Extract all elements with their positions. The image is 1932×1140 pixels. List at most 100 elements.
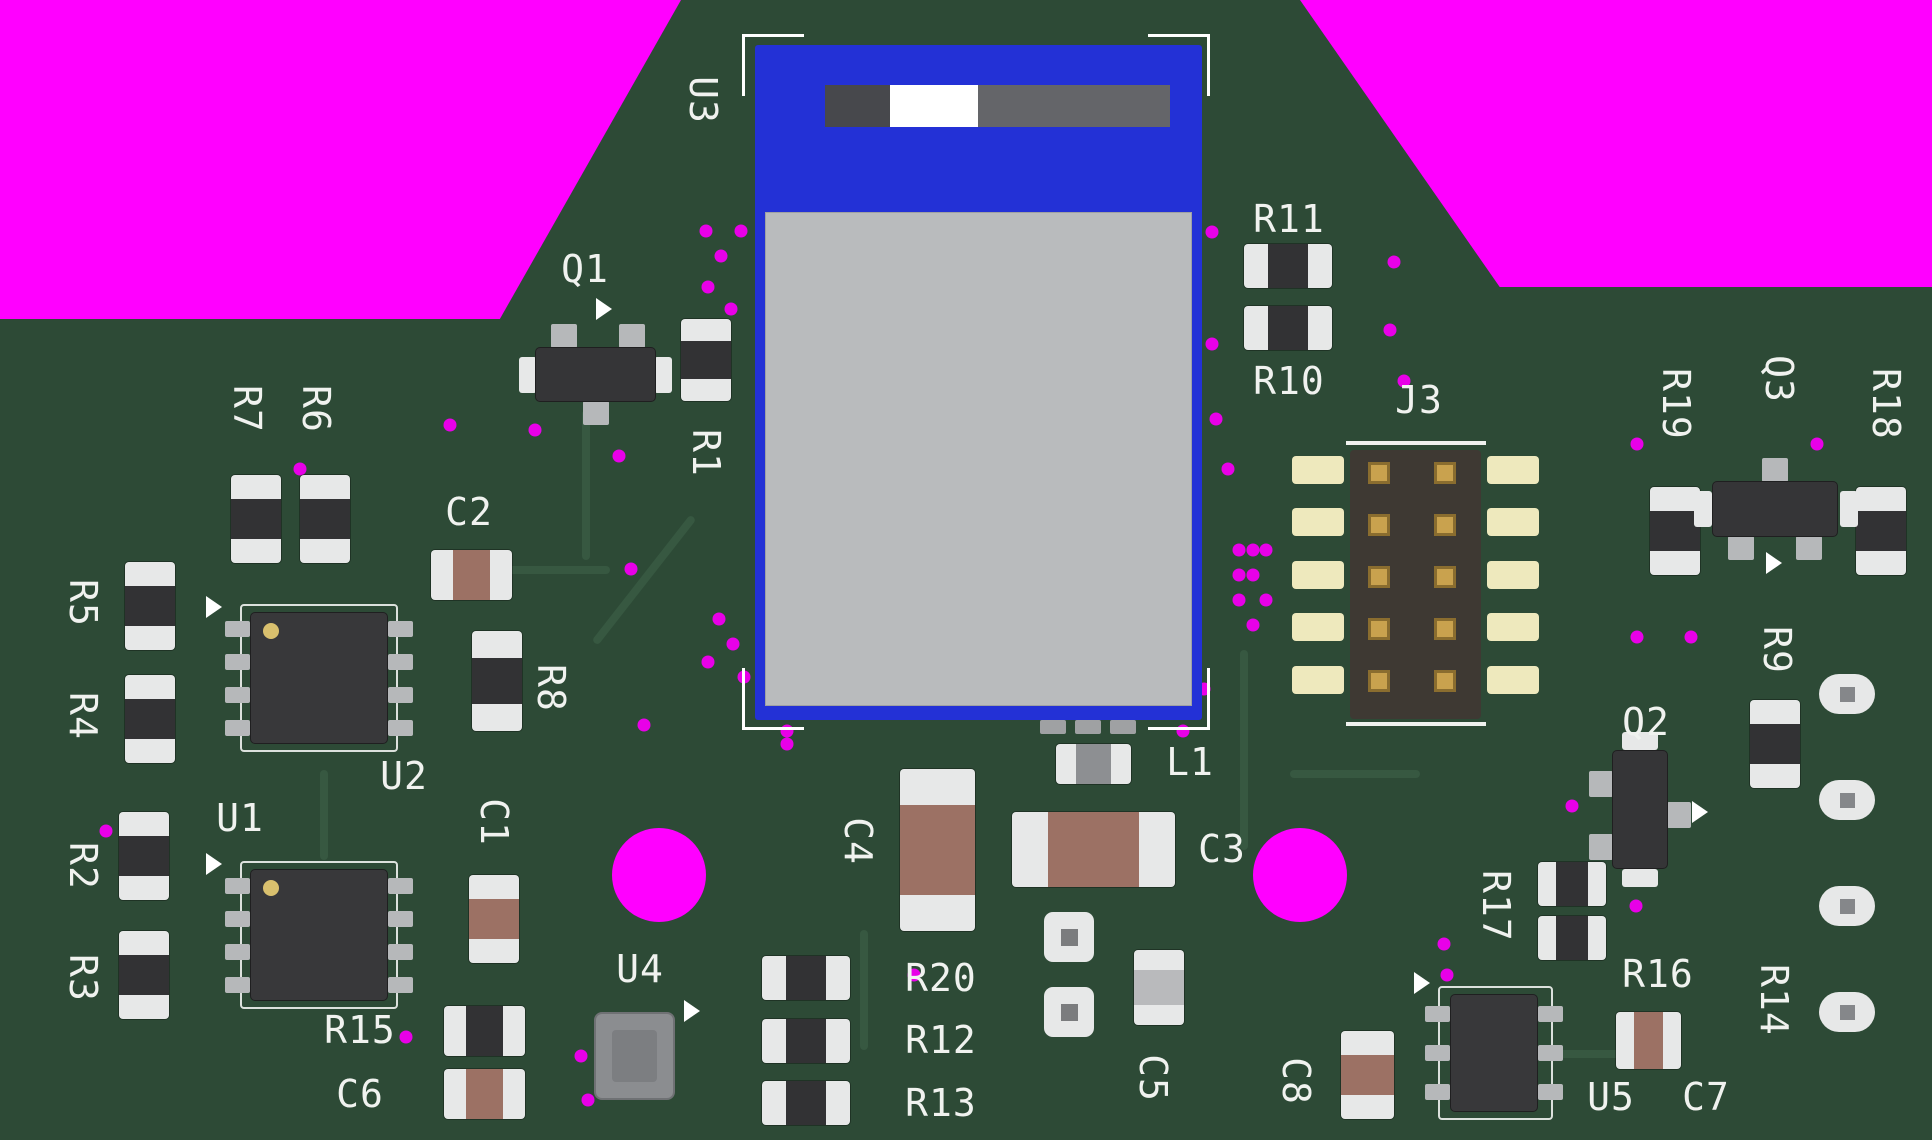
header-pad: [1292, 561, 1344, 589]
mounting-hole: [1253, 828, 1347, 922]
via: [399, 1030, 413, 1044]
ic-u2: [225, 612, 413, 744]
capacitor-c4: [900, 769, 975, 931]
pin: [619, 324, 645, 348]
via: [443, 418, 457, 432]
label-r4: R4: [61, 692, 105, 740]
resistor-r5: [125, 562, 175, 650]
silkscreen-corner: [1148, 668, 1210, 730]
capacitor-c5: [1134, 950, 1184, 1025]
silkscreen-line: [1346, 441, 1486, 445]
via: [1684, 630, 1698, 644]
header-pin: [1368, 514, 1390, 536]
trace: [320, 770, 328, 860]
via: [907, 968, 921, 982]
label-r11: R11: [1253, 197, 1325, 241]
label-r18: R18: [1864, 368, 1908, 440]
header-pad: [1292, 456, 1344, 484]
label-q3: Q3: [1757, 355, 1801, 403]
module-antenna: [825, 85, 1170, 127]
label-c7: C7: [1682, 1075, 1730, 1119]
resistor-r8: [472, 631, 522, 731]
via: [1232, 568, 1246, 582]
label-r9: R9: [1755, 626, 1799, 674]
silkscreen-corner: [742, 668, 804, 730]
label-r1: R1: [684, 429, 728, 477]
capacitor-c3: [1012, 812, 1175, 887]
header-pad: [1487, 666, 1539, 694]
ic-u5: [1425, 994, 1563, 1112]
label-u2: U2: [380, 754, 428, 798]
through-hole-pad: [1819, 992, 1875, 1032]
label-r14: R14: [1752, 964, 1796, 1036]
pad: [1694, 491, 1712, 527]
via: [1259, 593, 1273, 607]
via: [714, 249, 728, 263]
via: [581, 1093, 595, 1107]
label-c2: C2: [445, 490, 493, 534]
resistor-r15: [444, 1006, 525, 1056]
pin1-arrow-u5: [1414, 972, 1430, 994]
label-r7: R7: [225, 385, 269, 433]
label-r20: R20: [905, 956, 977, 1000]
connector-j3: [1350, 450, 1481, 719]
resistor-r18: [1856, 487, 1906, 575]
rf-module-u3: [755, 45, 1202, 734]
header-pad: [1487, 508, 1539, 536]
resistor-r17: [1538, 862, 1606, 906]
trace: [582, 410, 590, 560]
resistor-r7: [231, 475, 281, 563]
board-edge-cutout-right: [1300, 0, 1932, 287]
capacitor-c7: [1616, 1012, 1681, 1069]
resistor-r19: [1650, 487, 1700, 575]
trace: [591, 514, 697, 646]
resistor-r3: [119, 931, 169, 1019]
pin1-arrow-q2: [1692, 801, 1708, 823]
via: [1383, 323, 1397, 337]
resistor-r1: [681, 319, 731, 401]
via: [712, 612, 726, 626]
via: [1221, 462, 1235, 476]
inductor-l1: [1056, 744, 1131, 784]
module-castellation: [1110, 720, 1136, 734]
resistor-r13: [762, 1081, 850, 1125]
pad: [1622, 869, 1658, 887]
pin1-arrow-u1: [206, 853, 222, 875]
via: [1232, 543, 1246, 557]
label-u4: U4: [616, 947, 664, 991]
resistor-r4: [125, 675, 175, 763]
pin1-arrow-u4: [684, 1000, 700, 1022]
resistor-r11: [1244, 244, 1332, 288]
via: [1259, 543, 1273, 557]
pin: [1728, 536, 1754, 560]
resistor-r12: [762, 1019, 850, 1063]
capacitor-c8: [1341, 1031, 1394, 1119]
header-pin: [1434, 462, 1456, 484]
capacitor-c1: [469, 875, 519, 963]
pin: [1667, 802, 1691, 828]
label-r3: R3: [61, 954, 105, 1002]
trace: [860, 930, 868, 1050]
label-u3: U3: [681, 76, 725, 124]
pin: [1796, 536, 1822, 560]
resistor-r16: [1538, 916, 1606, 960]
label-r19: R19: [1654, 368, 1698, 440]
label-c8: C8: [1274, 1057, 1318, 1105]
pin: [1589, 771, 1613, 797]
module-castellation: [1075, 720, 1101, 734]
via: [1810, 437, 1824, 451]
resistor-r10: [1244, 306, 1332, 350]
capacitor-c2: [431, 550, 512, 600]
pin1-marker: [263, 623, 279, 639]
pin1-marker: [263, 880, 279, 896]
antenna-segment-white: [890, 85, 978, 127]
module-castellation: [1040, 720, 1066, 734]
header-pin: [1368, 670, 1390, 692]
label-r15: R15: [324, 1008, 396, 1052]
label-c4: C4: [836, 817, 880, 865]
pin: [551, 324, 577, 348]
via: [780, 737, 794, 751]
via: [1209, 412, 1223, 426]
via: [1630, 437, 1644, 451]
